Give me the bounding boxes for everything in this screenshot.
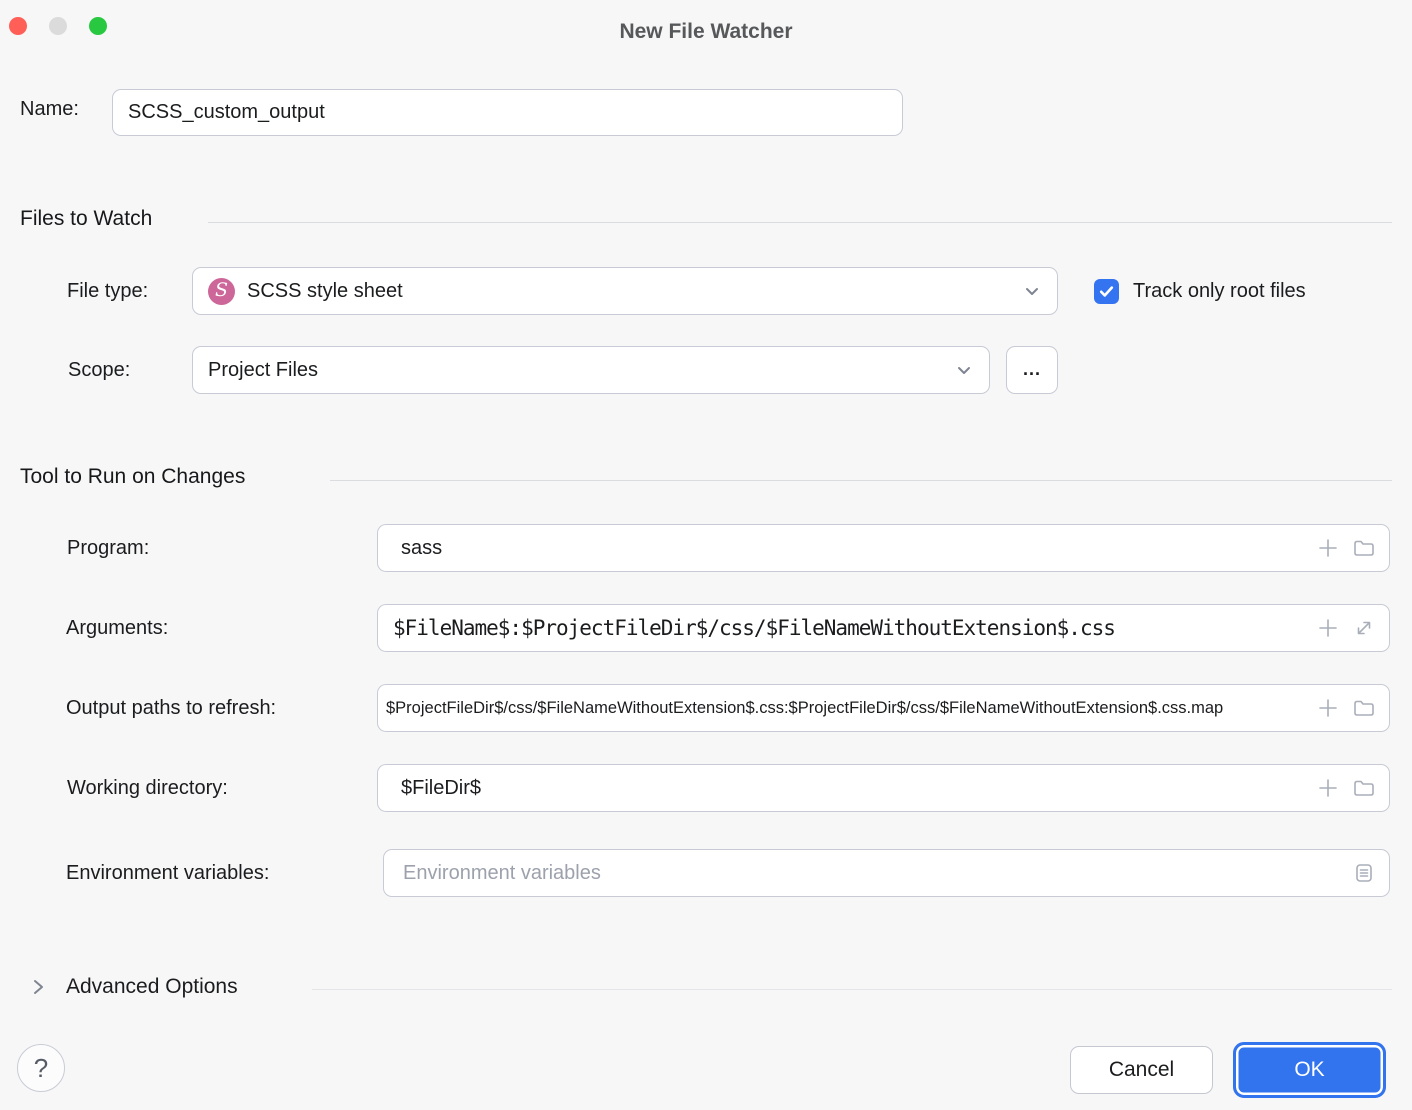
chevron-down-icon xyxy=(1017,276,1047,306)
chevron-right-icon xyxy=(28,974,48,1000)
program-field[interactable] xyxy=(377,524,1390,572)
program-input[interactable] xyxy=(393,536,1307,560)
tool-to-run-divider xyxy=(330,480,1392,481)
env-variables-list-icon[interactable] xyxy=(1349,858,1379,888)
environment-variables-label: Environment variables: xyxy=(66,862,270,884)
zoom-button[interactable] xyxy=(89,17,107,35)
scope-label: Scope: xyxy=(68,359,131,381)
scope-value: Project Files xyxy=(208,358,319,381)
arguments-input[interactable] xyxy=(393,616,1307,640)
chevron-down-icon xyxy=(949,355,979,385)
track-only-root-files-label: Track only root files xyxy=(1133,280,1306,302)
browse-folder-icon[interactable] xyxy=(1349,533,1379,563)
environment-variables-field[interactable] xyxy=(383,849,1390,897)
name-field[interactable] xyxy=(112,89,903,136)
arguments-label: Arguments: xyxy=(66,617,169,639)
environment-variables-input[interactable] xyxy=(399,861,1343,885)
expand-icon[interactable] xyxy=(1349,613,1379,643)
output-paths-field[interactable] xyxy=(377,684,1390,732)
browse-folder-icon[interactable] xyxy=(1349,693,1379,723)
track-only-root-files-checkbox[interactable]: Track only root files xyxy=(1094,279,1306,304)
file-type-value: SCSS style sheet xyxy=(247,279,403,302)
advanced-options-toggle[interactable]: Advanced Options xyxy=(28,974,238,1000)
tool-to-run-header: Tool to Run on Changes xyxy=(20,465,246,488)
cancel-button[interactable]: Cancel xyxy=(1070,1046,1213,1094)
insert-macro-icon[interactable] xyxy=(1313,613,1343,643)
insert-macro-icon[interactable] xyxy=(1313,693,1343,723)
help-button[interactable]: ? xyxy=(17,1044,65,1092)
ok-button[interactable]: OK xyxy=(1233,1042,1386,1098)
program-label: Program: xyxy=(67,537,150,559)
arguments-field[interactable] xyxy=(377,604,1390,652)
files-to-watch-divider xyxy=(208,222,1392,223)
advanced-options-divider xyxy=(312,989,1392,990)
output-paths-label: Output paths to refresh: xyxy=(66,697,277,719)
browse-folder-icon[interactable] xyxy=(1349,773,1379,803)
checkbox-checked-icon[interactable] xyxy=(1094,279,1119,304)
help-icon: ? xyxy=(33,1052,49,1083)
output-paths-input[interactable] xyxy=(386,698,1307,718)
working-directory-field[interactable] xyxy=(377,764,1390,812)
scope-browse-button[interactable]: ... xyxy=(1006,346,1058,394)
working-directory-label: Working directory: xyxy=(67,777,228,799)
close-button[interactable] xyxy=(9,17,27,35)
file-type-dropdown[interactable]: S SCSS style sheet xyxy=(192,267,1058,315)
scope-dropdown[interactable]: Project Files xyxy=(192,346,990,394)
name-label: Name: xyxy=(20,98,79,120)
window-title: New File Watcher xyxy=(619,20,793,43)
advanced-options-label: Advanced Options xyxy=(66,975,238,998)
name-input[interactable] xyxy=(128,101,892,124)
insert-macro-icon[interactable] xyxy=(1313,533,1343,563)
file-type-label: File type: xyxy=(67,280,149,302)
insert-macro-icon[interactable] xyxy=(1313,773,1343,803)
minimize-button[interactable] xyxy=(49,17,67,35)
working-directory-input[interactable] xyxy=(393,776,1307,800)
files-to-watch-header: Files to Watch xyxy=(20,207,153,230)
sass-icon: S xyxy=(208,277,235,305)
